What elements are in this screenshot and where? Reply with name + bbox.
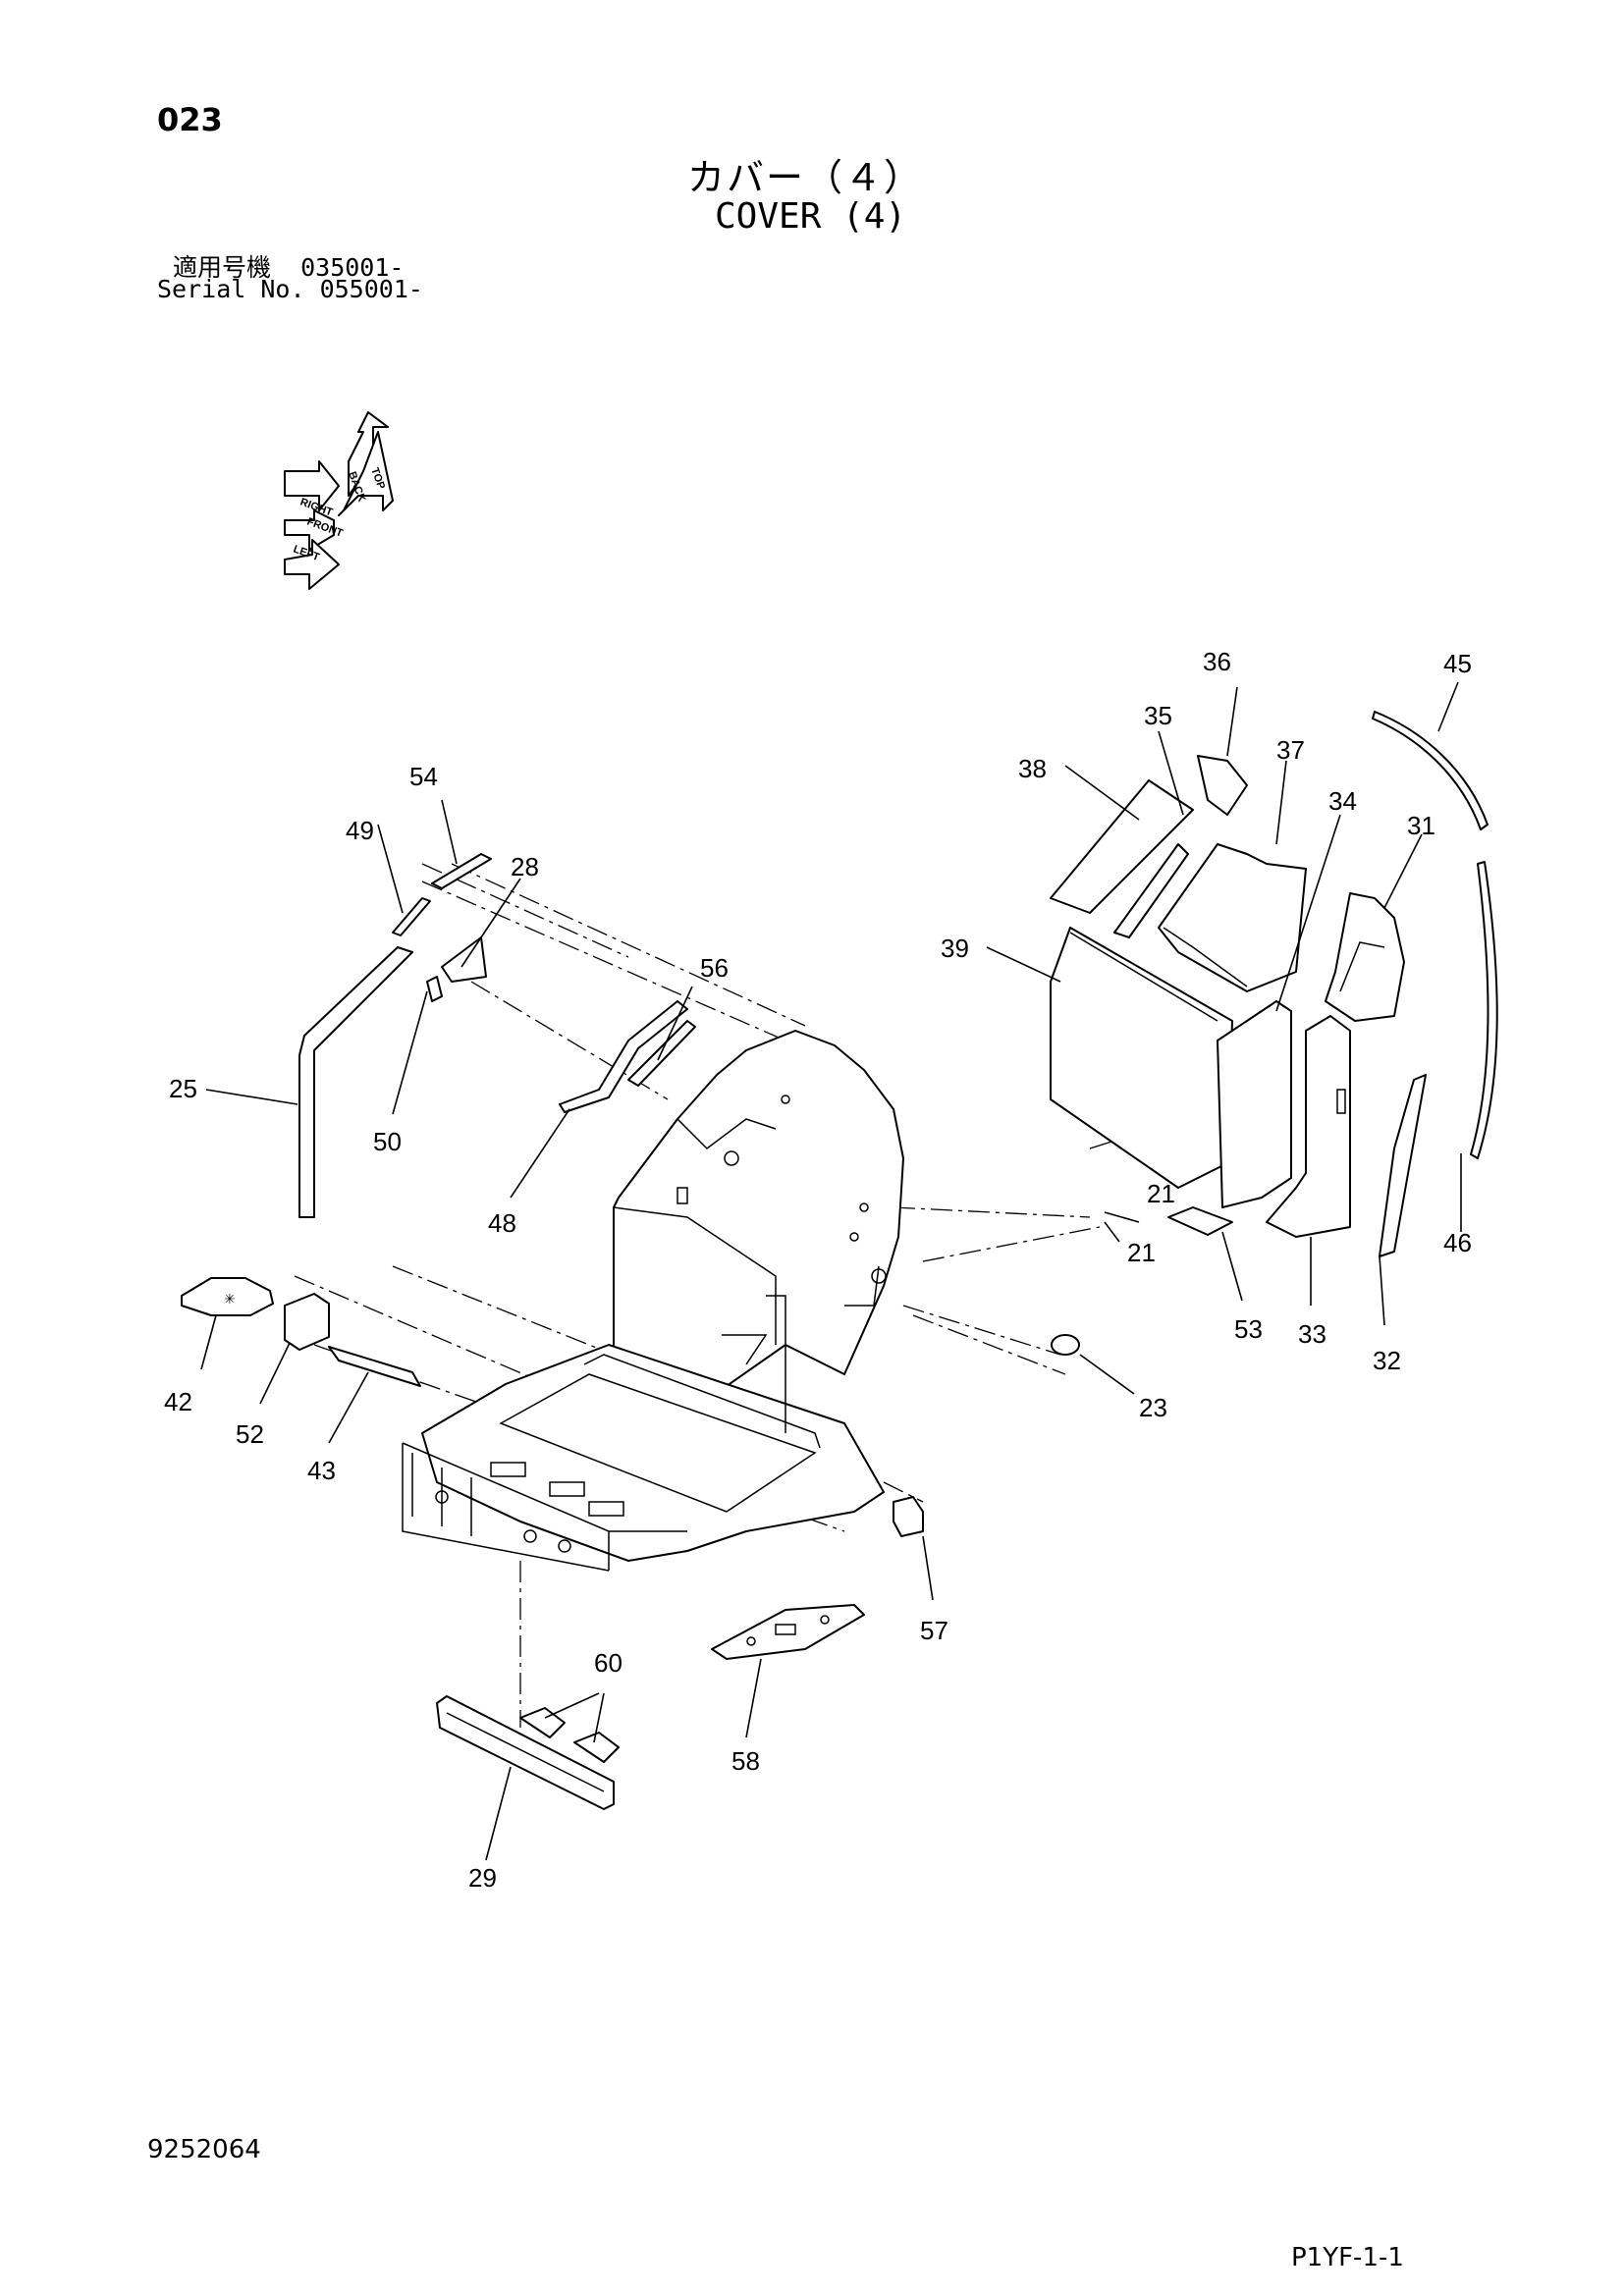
callout-37: 37	[1276, 735, 1305, 765]
part-60-block-a	[519, 1707, 566, 1738]
callout-21-lower: 21	[1127, 1238, 1156, 1267]
part-45-seal	[1372, 711, 1489, 830]
part-42-pad	[181, 1277, 274, 1316]
callout-56: 56	[700, 953, 729, 983]
part-57-clip	[893, 1496, 924, 1537]
part-36-bracket	[1197, 755, 1248, 816]
callout-50: 50	[373, 1127, 402, 1156]
part-31-bracket	[1325, 892, 1405, 1022]
callout-46: 46	[1443, 1228, 1472, 1257]
callout-31: 31	[1407, 811, 1435, 840]
serial-range-english: Serial No. 055001-	[157, 275, 423, 303]
callout-57: 57	[920, 1616, 948, 1645]
page-title-japanese: カバー（４）	[687, 156, 924, 199]
callout-42: 42	[164, 1387, 192, 1416]
callout-58: 58	[731, 1746, 760, 1776]
callout-60: 60	[594, 1648, 623, 1678]
part-32-strip	[1379, 1074, 1427, 1257]
part-49-strip	[392, 897, 431, 936]
page-title-english: COVER (4)	[715, 196, 907, 237]
part-53-plate	[1167, 1206, 1233, 1236]
part-48-bar	[559, 1000, 688, 1113]
callout-25: 25	[169, 1074, 197, 1103]
part-58-plate	[711, 1604, 865, 1660]
callout-23: 23	[1139, 1393, 1167, 1422]
callout-34: 34	[1328, 786, 1357, 816]
part-37-panel	[1158, 843, 1307, 992]
page-number: 023	[157, 101, 223, 138]
serial-range-japanese: 適用号機 035001-	[173, 253, 405, 282]
callout-32: 32	[1373, 1346, 1401, 1375]
callout-52: 52	[236, 1419, 264, 1449]
callout-28: 28	[511, 852, 539, 881]
part-42-mark-icon: ✳	[224, 1292, 236, 1308]
part-46-seal	[1470, 861, 1498, 1159]
callout-45: 45	[1443, 649, 1472, 678]
callout-leaders	[200, 681, 1462, 1861]
part-52-block	[284, 1293, 330, 1351]
part-50-clip	[426, 976, 443, 1002]
callout-49: 49	[346, 816, 374, 845]
callout-38: 38	[1018, 754, 1047, 783]
callout-21-upper: 21	[1147, 1179, 1175, 1208]
callout-39: 39	[941, 934, 969, 963]
callout-36: 36	[1203, 647, 1231, 676]
part-23-plug	[1051, 1334, 1080, 1356]
sheet-id: P1YF-1-1	[1291, 2243, 1404, 2272]
callout-29: 29	[468, 1863, 497, 1893]
drawing-number: 9252064	[147, 2135, 261, 2164]
part-33-panel	[1266, 1015, 1351, 1238]
callout-48: 48	[488, 1208, 516, 1238]
part-60-block-b	[573, 1732, 620, 1763]
callout-35: 35	[1144, 701, 1172, 730]
callout-33: 33	[1298, 1319, 1326, 1349]
part-28-bracket	[441, 936, 487, 983]
part-34-side-panel	[1217, 1000, 1292, 1208]
callout-53: 53	[1234, 1314, 1263, 1344]
callout-43: 43	[307, 1456, 336, 1485]
cab-frame-assembly	[402, 1030, 904, 1572]
orientation-arrows-icon: TOP BACK RIGHT FRONT LEFT	[284, 411, 394, 590]
part-54-strip	[431, 853, 492, 889]
part-35-clip	[1113, 843, 1189, 938]
callout-54: 54	[409, 762, 438, 791]
part-25-trim-strip	[298, 946, 413, 1218]
part-43-mat	[328, 1346, 421, 1387]
part-38-strip	[1050, 779, 1194, 914]
